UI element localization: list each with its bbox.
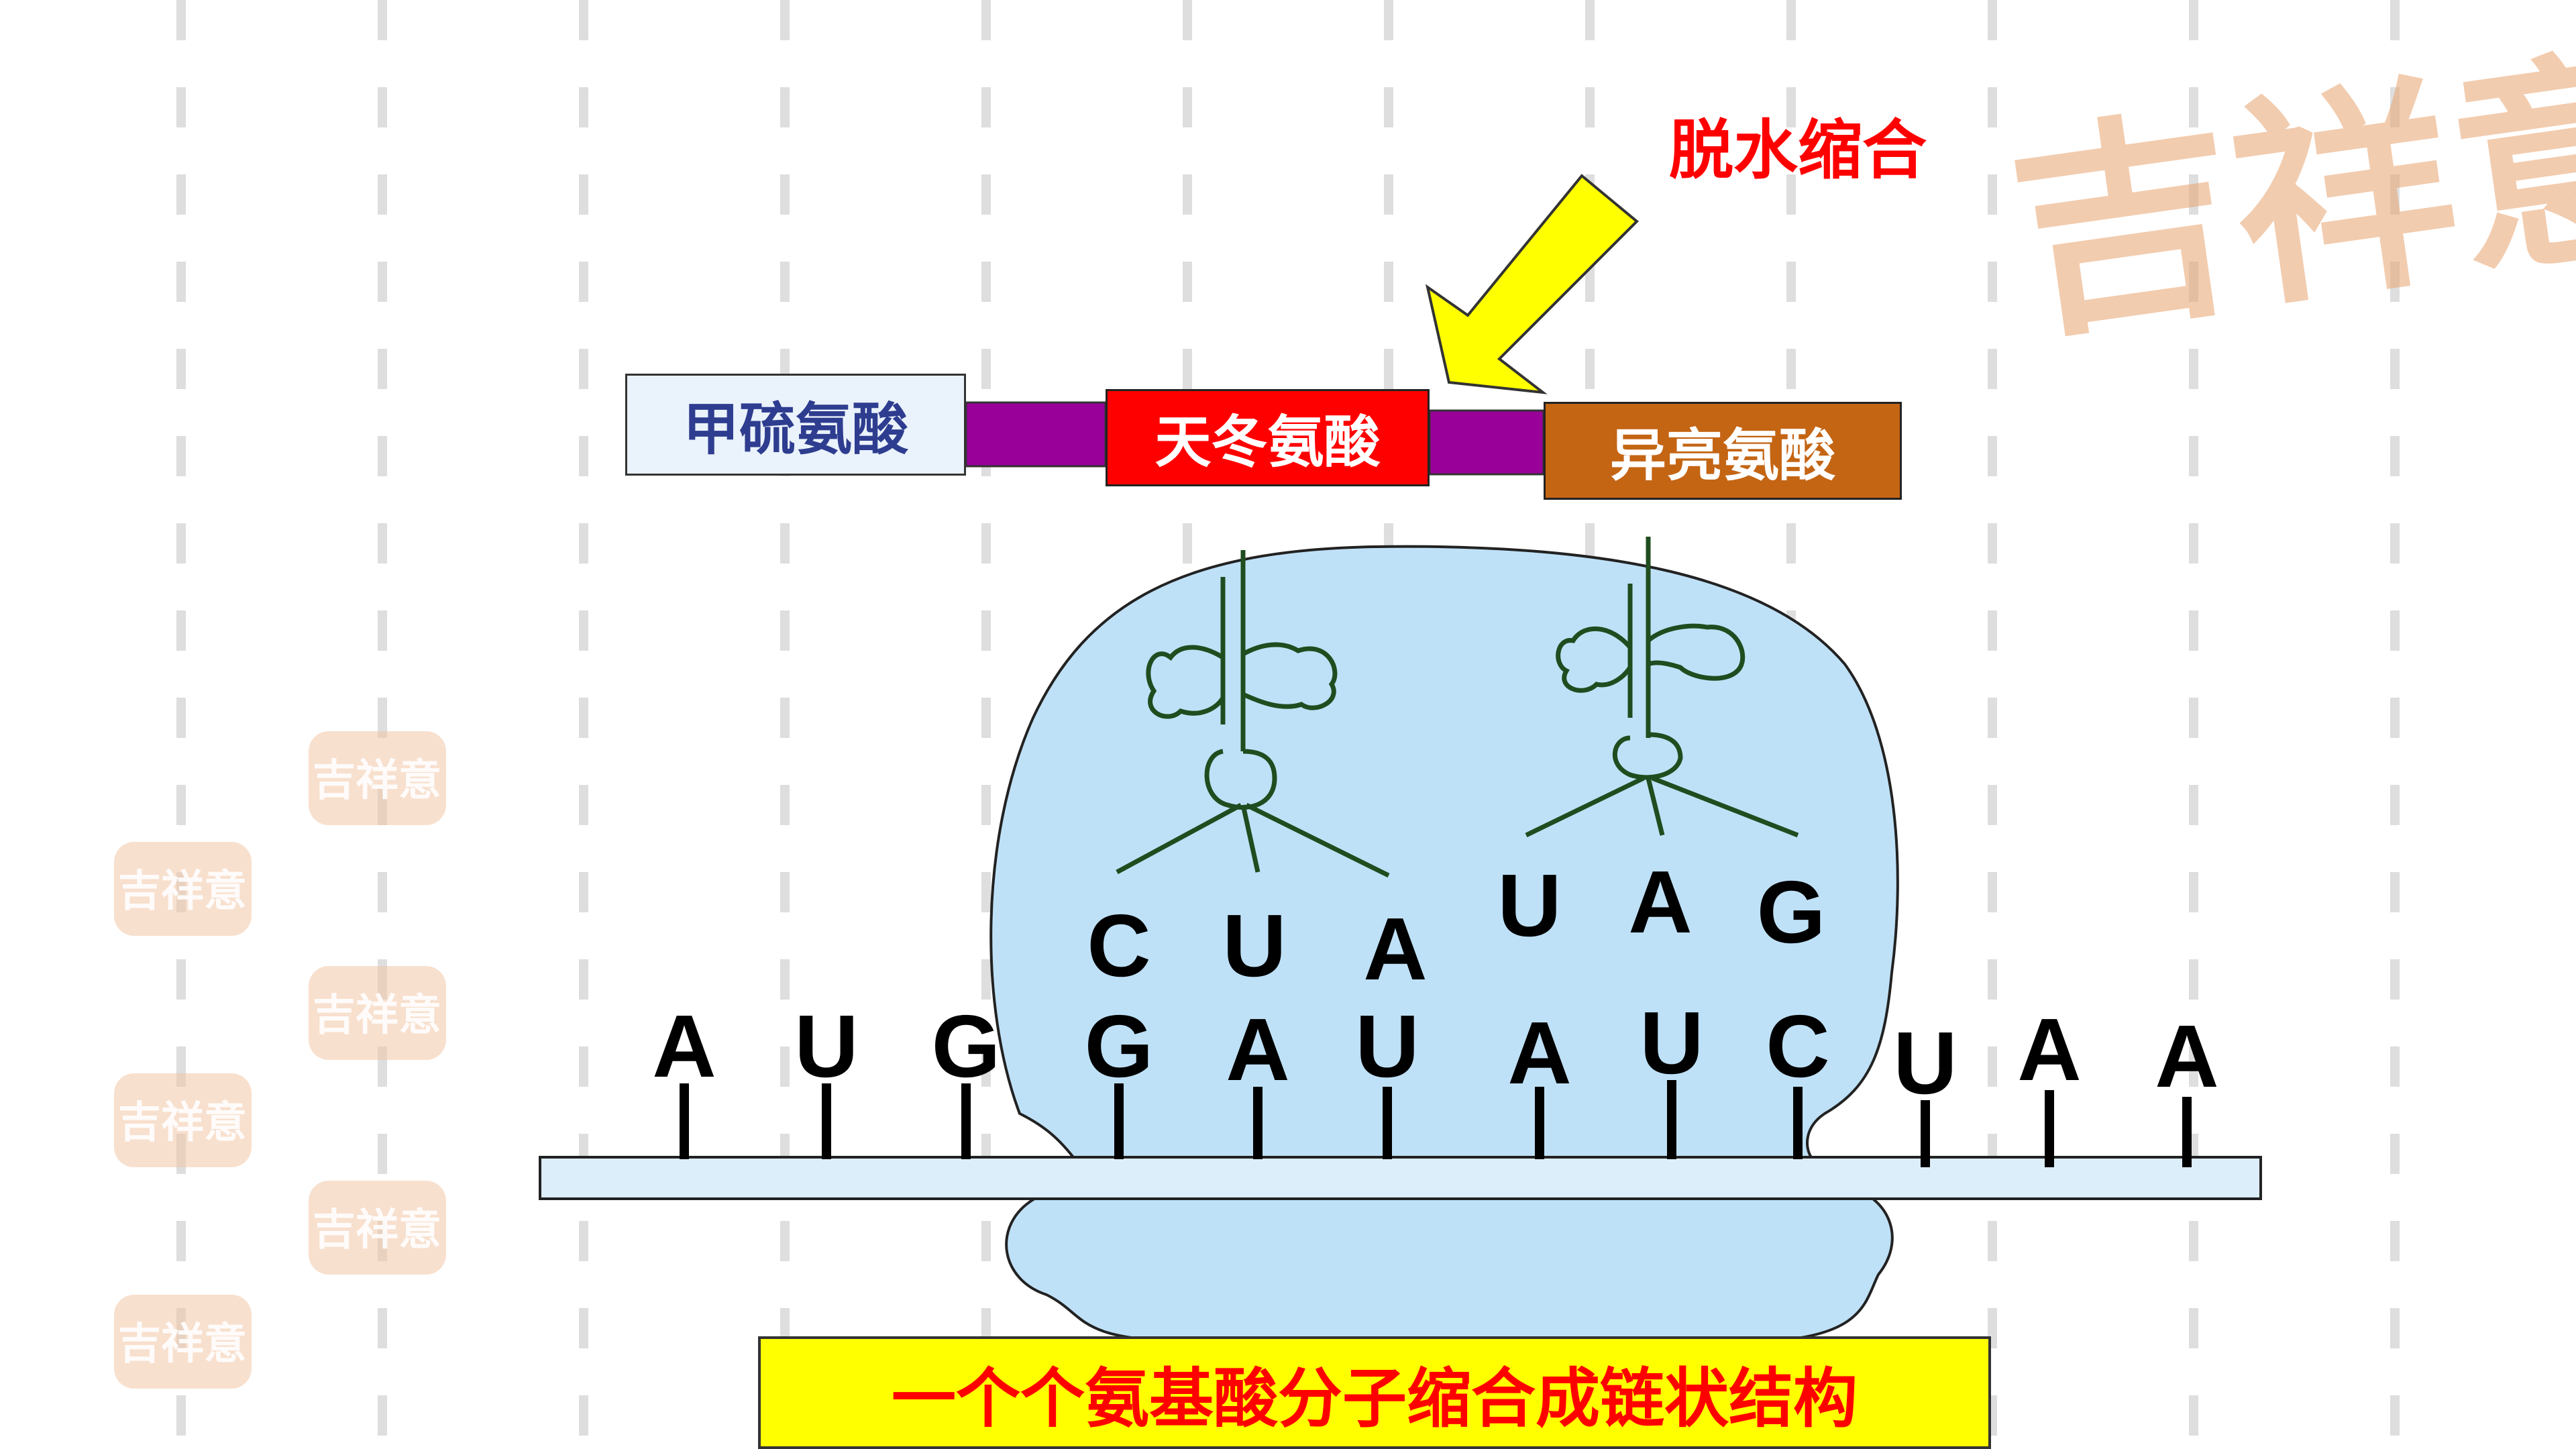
watermark-seal-large: 吉祥意 bbox=[1997, 20, 2576, 370]
mrna-base: U bbox=[1640, 994, 1703, 1092]
anticodon-base: C bbox=[1087, 896, 1150, 995]
seal-stamp-icon bbox=[114, 842, 252, 936]
ribosome-large-subunit bbox=[989, 545, 1899, 1159]
mrna-ticks bbox=[680, 1080, 2192, 1167]
peptide-bond-2 bbox=[1428, 409, 1545, 476]
mrna-base: A bbox=[652, 997, 716, 1095]
mrna-base: A bbox=[2017, 1000, 2081, 1099]
trna-2 bbox=[1525, 537, 1799, 838]
caption-box: 一个个氨基酸分子缩合成链状结构 bbox=[758, 1336, 1991, 1449]
amino-acid-methionine-label: 甲硫氨酸 bbox=[682, 395, 908, 462]
trna-cloverleaf-icon bbox=[1556, 537, 1746, 780]
amino-acid-aspartic-acid-label: 天冬氨酸 bbox=[1155, 409, 1381, 475]
mrna-base: G bbox=[1085, 997, 1154, 1095]
seal-stamp-text: 吉祥意 bbox=[118, 1319, 247, 1369]
anticodon-base: A bbox=[1628, 853, 1692, 951]
down-left-arrow-icon bbox=[1425, 174, 1639, 394]
seal-stamp-icon bbox=[309, 966, 446, 1060]
caption-text: 一个个氨基酸分子缩合成链状结构 bbox=[892, 1360, 1858, 1436]
anticodon-base: U bbox=[1497, 856, 1561, 955]
amino-acid-isoleucine-label: 异亮氨酸 bbox=[1609, 421, 1835, 488]
mrna-base: G bbox=[932, 997, 1001, 1095]
trna-1 bbox=[1116, 550, 1390, 878]
anticodon-base: G bbox=[1757, 863, 1826, 961]
seal-stamp-icon bbox=[309, 731, 446, 825]
seal-stamp-icon bbox=[114, 1295, 252, 1389]
mrna-base: A bbox=[1226, 1000, 1289, 1099]
ribosome-small-subunit bbox=[1005, 1186, 1894, 1343]
seal-stamp-text: 吉祥意 bbox=[118, 1097, 247, 1148]
mrna-strand bbox=[539, 1156, 2262, 1200]
reaction-label: 脱水缩合 bbox=[1669, 111, 1927, 188]
amino-acid-aspartic-acid: 天冬氨酸 bbox=[1106, 389, 1430, 486]
seal-stamp-icon bbox=[309, 1181, 446, 1275]
mrna-base: A bbox=[1507, 1004, 1571, 1102]
anticodon-base: A bbox=[1363, 900, 1427, 998]
peptide-bond-1 bbox=[965, 401, 1107, 468]
seal-stamp-icon bbox=[114, 1073, 252, 1167]
mrna-base: U bbox=[1355, 997, 1419, 1095]
mrna-base: U bbox=[1893, 1014, 1957, 1112]
anticodon-base: U bbox=[1222, 896, 1286, 995]
seal-stamp-text: 吉祥意 bbox=[313, 990, 441, 1040]
watermark-seal-large-text: 吉祥意 bbox=[1997, 20, 2576, 370]
seal-stamp-text: 吉祥意 bbox=[313, 1205, 441, 1255]
seal-stamp-text: 吉祥意 bbox=[118, 866, 247, 916]
amino-acid-methionine: 甲硫氨酸 bbox=[625, 374, 966, 476]
amino-acid-isoleucine: 异亮氨酸 bbox=[1544, 402, 1902, 500]
mrna-base: U bbox=[794, 997, 858, 1095]
mrna-base: A bbox=[2155, 1007, 2218, 1106]
mrna-base: C bbox=[1766, 997, 1829, 1095]
seal-stamp-text: 吉祥意 bbox=[313, 755, 441, 806]
